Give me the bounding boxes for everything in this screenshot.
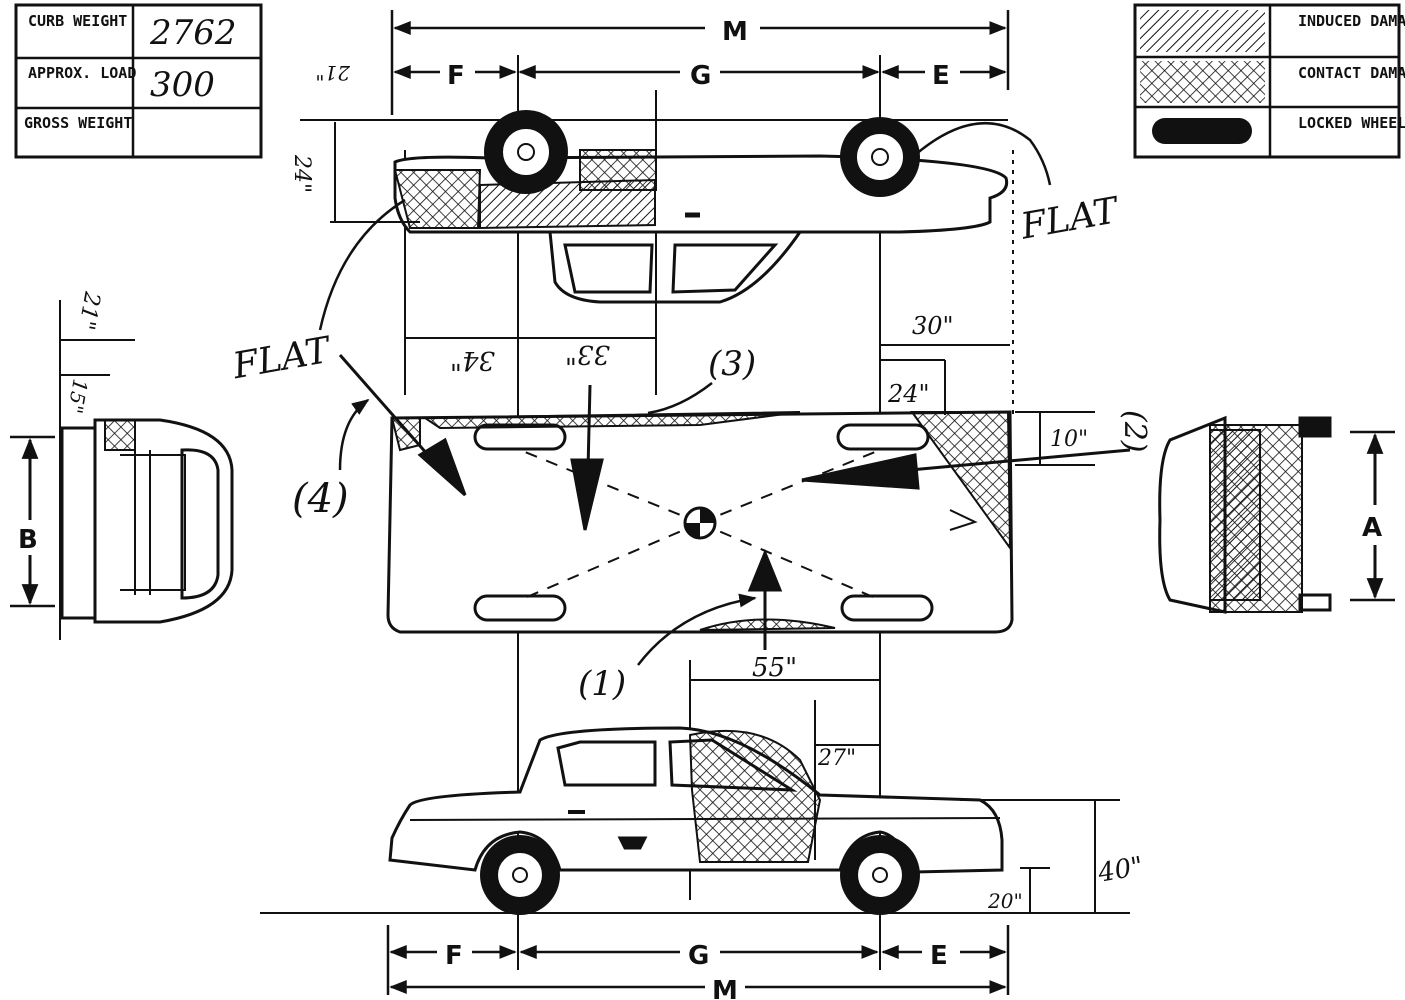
front-end-view bbox=[10, 300, 234, 640]
damage-legend: INDUCED DAMAGE CONTACT DAMAGE LOCKED WHE… bbox=[1133, 3, 1405, 159]
dim-f-top: F bbox=[447, 61, 465, 91]
weights-table: CURB WEIGHT 2762 APPROX. LOAD 300 GROSS … bbox=[14, 3, 263, 159]
flat-leader-left bbox=[318, 198, 406, 331]
contact-damage-swatch bbox=[1140, 61, 1265, 103]
induced-damage-swatch bbox=[1140, 10, 1265, 52]
leader-4 bbox=[338, 398, 370, 471]
dim-27: 27" bbox=[817, 746, 856, 771]
dim-30: 30" bbox=[912, 312, 954, 340]
dim-24-plan: 24" bbox=[887, 380, 930, 408]
flat-label-right: FLAT bbox=[1017, 190, 1124, 248]
dim-34: 34" bbox=[450, 345, 495, 375]
approx-load-label: APPROX. LOAD bbox=[28, 64, 136, 82]
curb-weight-value: 2762 bbox=[149, 13, 237, 53]
contact-damage-label: CONTACT DAMAGE bbox=[1298, 64, 1405, 82]
dim-40: 40" bbox=[1095, 851, 1146, 889]
dim-20: 20" bbox=[987, 889, 1023, 913]
dim-55: 55" bbox=[752, 653, 797, 683]
dim-g-top: G bbox=[690, 61, 711, 91]
dim-b: B bbox=[18, 525, 38, 555]
dim-21-end-view: 21" bbox=[73, 289, 104, 332]
dim-33: 33" bbox=[565, 339, 610, 369]
label-4: (4) bbox=[292, 476, 349, 522]
flat-label-left: FLAT bbox=[229, 329, 336, 387]
side-rear-wheel bbox=[840, 835, 920, 915]
dim-e-bottom: E bbox=[930, 941, 948, 971]
bottom-dimension-lines bbox=[386, 925, 1010, 995]
induced-damage-label: INDUCED DAMAGE bbox=[1298, 12, 1405, 30]
gross-weight-label: GROSS WEIGHT bbox=[24, 114, 132, 132]
leader-3 bbox=[647, 382, 713, 415]
dim-a: A bbox=[1362, 513, 1382, 543]
dim-24-top-view: 24" bbox=[289, 154, 314, 193]
overturned-front-wheel bbox=[484, 110, 568, 194]
locked-wheel-swatch bbox=[1152, 118, 1252, 144]
plan-force-arrows bbox=[338, 354, 1131, 650]
dim-e-top: E bbox=[932, 61, 950, 91]
curb-weight-label: CURB WEIGHT bbox=[28, 12, 127, 30]
leader-1 bbox=[637, 593, 757, 666]
top-dimension-lines bbox=[390, 10, 1010, 115]
flat-leader-right bbox=[914, 121, 1052, 186]
label-3: (3) bbox=[708, 344, 756, 384]
locked-wheel-label: LOCKED WHEEL bbox=[1298, 114, 1405, 132]
dim-10: 10" bbox=[1050, 427, 1088, 452]
label-1: (1) bbox=[578, 664, 626, 704]
dim-15-end-view: 15" bbox=[63, 377, 93, 415]
center-of-mass-icon bbox=[683, 506, 717, 540]
dim-g-bottom: G bbox=[688, 941, 709, 971]
dim-21-top-view: 21" bbox=[315, 61, 351, 85]
dim-m-top: M bbox=[722, 17, 748, 47]
rear-end-view bbox=[1158, 415, 1395, 614]
label-2: (2) bbox=[1117, 410, 1152, 453]
overturned-rear-wheel bbox=[840, 117, 920, 197]
dim-m-bottom: M bbox=[712, 976, 738, 1000]
side-view bbox=[260, 700, 1130, 914]
side-front-wheel bbox=[480, 835, 560, 915]
approx-load-value: 300 bbox=[150, 65, 215, 105]
dim-f-bottom: F bbox=[445, 941, 463, 971]
